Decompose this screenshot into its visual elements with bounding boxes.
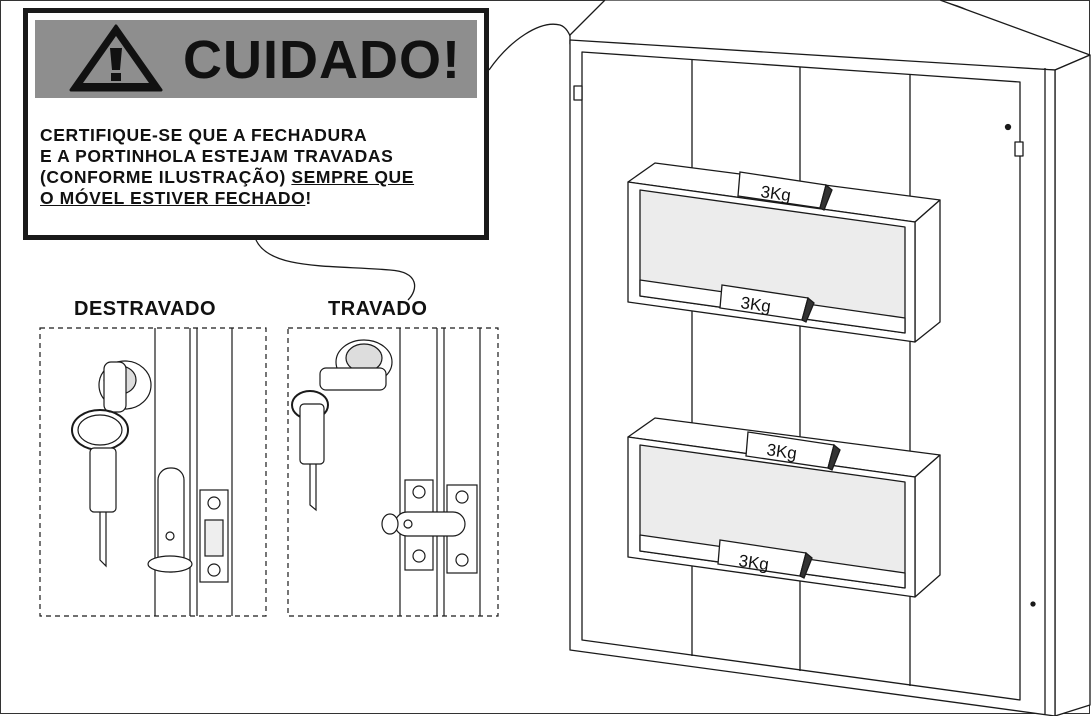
warning-line-3-plain: (CONFORME ILUSTRAÇÃO) bbox=[40, 167, 292, 187]
warning-triangle-icon bbox=[69, 24, 163, 92]
warning-line-3-underlined: SEMPRE QUE bbox=[291, 167, 415, 187]
warning-line-4-underlined: O MÓVEL ESTIVER FECHADO bbox=[40, 188, 306, 208]
warning-text: CERTIFIQUE-SE QUE A FECHADURA E A PORTIN… bbox=[40, 125, 480, 209]
warning-title: CUIDADO! bbox=[183, 30, 461, 90]
warning-line-2: E A PORTINHOLA ESTEJAM TRAVADAS bbox=[40, 146, 394, 166]
warning-banner: CUIDADO! bbox=[35, 20, 477, 98]
warning-line-1: CERTIFIQUE-SE QUE A FECHADURA bbox=[40, 125, 368, 145]
warning-line-3: (CONFORME ILUSTRAÇÃO) SEMPRE QUE bbox=[40, 167, 480, 188]
warning-line-4: O MÓVEL ESTIVER FECHADO! bbox=[40, 188, 480, 209]
warning-box: CUIDADO! CERTIFIQUE-SE QUE A FECHADURA E… bbox=[23, 8, 489, 240]
warning-line-4-end: ! bbox=[305, 188, 312, 208]
locked-label: TRAVADO bbox=[328, 298, 428, 320]
unlocked-label: DESTRAVADO bbox=[74, 298, 217, 320]
